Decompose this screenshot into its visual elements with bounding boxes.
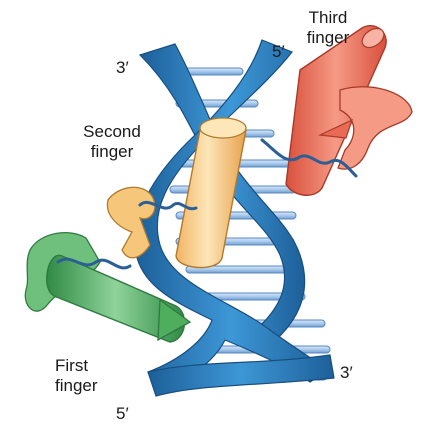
label-second-finger-line2: finger xyxy=(73,142,151,162)
label-second-finger-line1: Second xyxy=(73,122,151,142)
label-first-finger-line2: finger xyxy=(55,376,115,396)
label-second-finger: Second finger xyxy=(73,122,151,162)
label-3-prime-top: 3′ xyxy=(116,58,129,78)
label-first-finger: First finger xyxy=(55,356,115,396)
label-third-finger-line2: finger xyxy=(296,28,360,48)
label-5-prime-bottom: 5′ xyxy=(116,404,129,424)
label-first-finger-line1: First xyxy=(55,356,115,376)
label-third-finger: Third finger xyxy=(296,8,360,48)
label-3-prime-right: 3′ xyxy=(340,363,353,383)
label-5-prime-top: 5′ xyxy=(272,42,285,62)
label-third-finger-line1: Third xyxy=(296,8,360,28)
